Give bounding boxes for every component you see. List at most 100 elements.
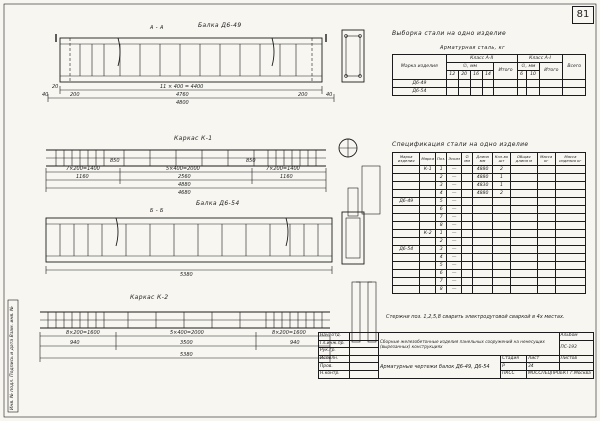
- spec-cell-d: [460, 197, 474, 206]
- spec-cell-elem: [419, 261, 437, 270]
- welding-note: Стержни поз. 1,2,5,8 сварить электродуго…: [386, 314, 565, 320]
- role-label: Гл.инж.пр.: [318, 339, 350, 349]
- table-cell: [469, 86, 483, 96]
- spec-cell-sketch: —: [446, 229, 462, 238]
- spec-cell-sketch: —: [446, 173, 462, 182]
- spec-cell-item-mass: [554, 285, 587, 294]
- spec-cell-item-mass: [554, 277, 587, 286]
- steel-sample-title: Выборка стали на одно изделие: [392, 30, 507, 37]
- spec-header-cell: ∅ мм: [460, 152, 474, 166]
- role-label: Н.контр.: [318, 369, 350, 379]
- frame-k1-seg1: 7×200=1400: [66, 166, 100, 172]
- sheet-value: 34: [526, 362, 560, 371]
- frame-k2-seg1: 8×200=1600: [66, 330, 100, 336]
- spec-cell-elem: К-2: [419, 229, 437, 238]
- spec-cell-pos: 3: [435, 181, 448, 190]
- spec-cell-mark: [391, 181, 421, 190]
- spec-cell-total: [510, 253, 538, 262]
- table-row: 4—: [391, 253, 587, 262]
- spec-cell-len: [472, 285, 493, 294]
- sheet-label: Лист: [526, 354, 560, 364]
- stage-value: Р: [500, 362, 528, 371]
- spec-cell-pos: 5: [435, 261, 448, 270]
- spec-cell-d: [460, 189, 474, 198]
- table-row: Д6-54: [392, 86, 586, 96]
- spec-cell-sketch: —: [446, 261, 462, 270]
- spec-cell-qty: [491, 277, 512, 286]
- table-cell: [516, 78, 527, 88]
- spec-cell-total: [510, 261, 538, 270]
- spec-cell-item-mass: [554, 229, 587, 238]
- role-label: Исполн.: [318, 354, 350, 364]
- spec-cell-pos: 7: [435, 277, 448, 286]
- table-cell: [445, 78, 459, 88]
- spec-cell-mass: [536, 173, 556, 182]
- spec-header-cell: Масса кг: [536, 152, 556, 166]
- spec-cell-item-mass: [554, 197, 587, 206]
- role-label: Нач. отд.: [318, 332, 350, 341]
- spec-cell-qty: [491, 245, 512, 254]
- spec-cell-mark: [391, 213, 421, 222]
- beam-db54-dim-5380: 5380: [180, 272, 193, 278]
- beam-db49-dim-200b: 200: [298, 92, 308, 98]
- spec-title: Спецификация стали на одно изделие: [392, 141, 529, 148]
- spec-cell-sketch: —: [446, 197, 462, 206]
- frame-k1-dim-1160b: 1160: [280, 174, 293, 180]
- role-label: Рук.гр.: [318, 347, 350, 356]
- spec-cell-pos: 3: [435, 245, 448, 254]
- table-cell: [493, 86, 518, 96]
- spec-cell-elem: [419, 205, 437, 214]
- spec-cell-pos: 7: [435, 213, 448, 222]
- beam-db54-section-label: Б - Б: [150, 208, 164, 214]
- org-name: МОССПЕЦПРОЕКТ г.Москва: [526, 369, 594, 379]
- spec-cell-total: [510, 285, 538, 294]
- beam-db49-length-formula: 11 × 400 = 4400: [160, 84, 204, 90]
- role-name: [349, 339, 379, 349]
- spec-cell-sketch: —: [446, 189, 462, 198]
- steel-sample-header-total-a1: Итого: [539, 62, 564, 80]
- spec-cell-mark: Д6-54: [391, 245, 421, 254]
- spec-cell-mass: [536, 213, 556, 222]
- spec-cell-pos: 6: [435, 269, 448, 278]
- spec-cell-item-mass: [554, 269, 587, 278]
- spec-cell-len: 4880: [472, 165, 493, 174]
- spec-header-cell: Общая длина м: [510, 152, 538, 166]
- beam-db49-title: Балка Д6-49: [198, 22, 242, 29]
- frame-k1-seg3: 7×200=1400: [266, 166, 300, 172]
- frame-k1-dim-2560: 2560: [178, 174, 191, 180]
- spec-cell-qty: [491, 229, 512, 238]
- spec-cell-mark: [391, 229, 421, 238]
- frame-k2-dim-940b: 940: [290, 340, 300, 346]
- spec-cell-mass: [536, 221, 556, 230]
- table-row: Д6-49: [392, 78, 586, 88]
- spec-cell-pos: 8: [435, 285, 448, 294]
- spec-cell-d: [460, 237, 474, 246]
- spec-cell-sketch: —: [446, 253, 462, 262]
- spec-cell-item-mass: [554, 165, 587, 174]
- table-cell: [481, 86, 495, 96]
- spec-cell-sketch: —: [446, 269, 462, 278]
- table-cell: [562, 86, 586, 96]
- beam-db49-elevation: [47, 34, 335, 102]
- spec-cell-sketch: —: [446, 285, 462, 294]
- spec-cell-total: [510, 277, 538, 286]
- table-cell: [539, 86, 564, 96]
- spec-header-cell: Масса изделия кг: [554, 152, 587, 166]
- spec-cell-qty: [491, 269, 512, 278]
- spec-cell-pos: 1: [435, 165, 448, 174]
- spec-cell-item-mass: [554, 261, 587, 270]
- spec-cell-mark: [391, 173, 421, 182]
- table-cell: [469, 78, 483, 88]
- spec-cell-elem: [419, 237, 437, 246]
- spec-cell-len: [472, 253, 493, 262]
- spec-cell-len: 4880: [472, 173, 493, 182]
- sheets-value: [558, 362, 595, 371]
- table-cell: [525, 78, 541, 88]
- beam-db49-dim-4760: 4760: [176, 92, 189, 98]
- steel-sample-mark: Д6-49: [392, 78, 447, 88]
- sheet-number: 81: [572, 6, 594, 24]
- stage-label: Стадия: [500, 354, 528, 364]
